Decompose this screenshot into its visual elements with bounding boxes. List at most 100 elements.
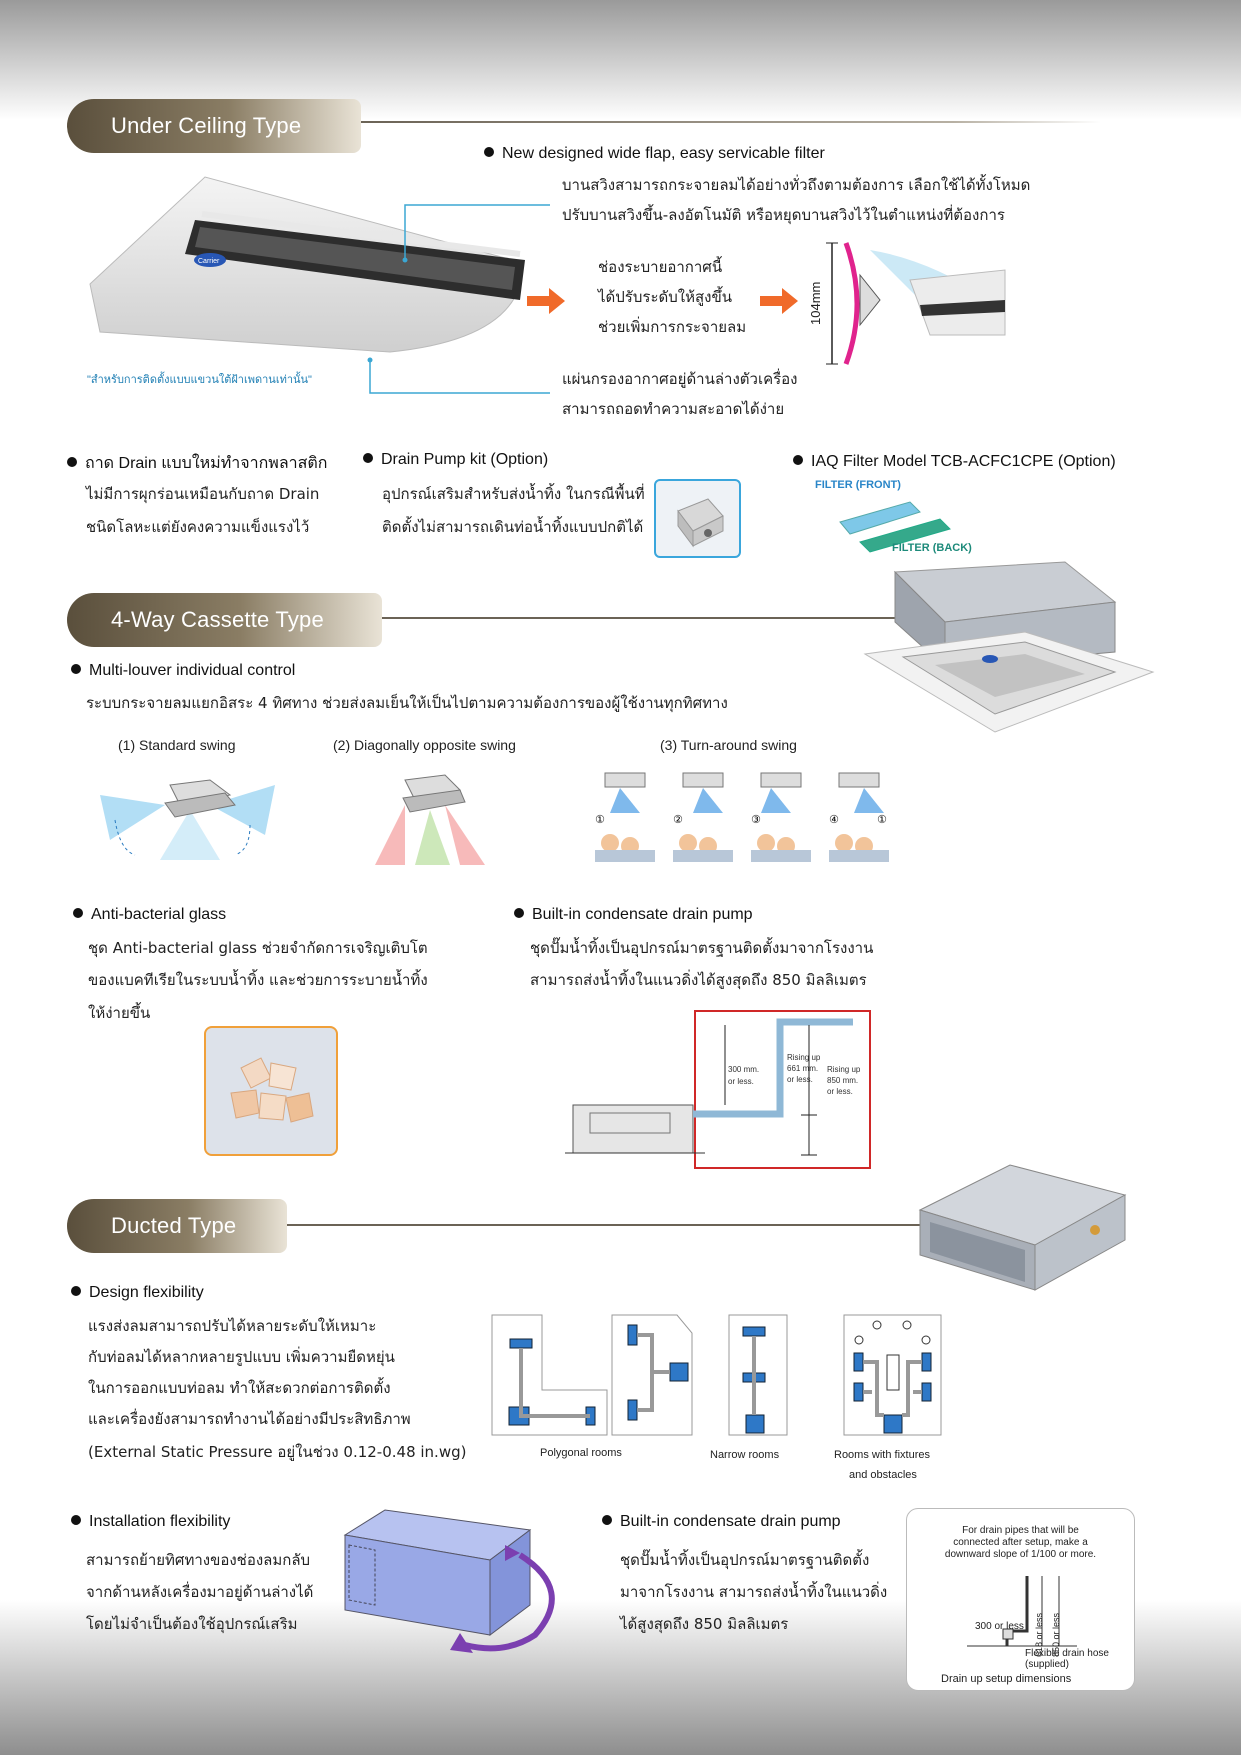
outlet-desc-2: ได้ปรับระดับให้สูงขึ้น (598, 288, 732, 306)
outlet-desc-3: ช่วยเพิ่มการกระจายลม (598, 318, 747, 336)
design-desc-4: และเครื่องยังสามารถทำงานได้อย่างมีประสิท… (88, 1410, 411, 1428)
step-label-1: ① (595, 813, 605, 826)
flap-heading-text: New designed wide flap, easy servicable … (502, 145, 825, 162)
bullet-icon (514, 908, 524, 918)
standard-swing-illustration (100, 779, 275, 860)
bullet-icon (73, 908, 83, 918)
ducted-pump-desc-1: ชุดปั๊มน้ำทิ้งเป็นอุปกรณ์มาตรฐานติดตั้ง (620, 1551, 870, 1569)
install-desc-2: จากด้านหลังเครื่องมาอยู่ด้านล่างได้ (86, 1583, 314, 1601)
glass-desc-1: ชุด Anti-bacterial glass ช่วยจำกัดการเจร… (88, 939, 428, 957)
outlet-desc-1: ช่องระบายอากาศนี้ (598, 258, 723, 276)
section-title-under-ceiling: Under Ceiling Type (67, 99, 361, 153)
pump-kit-desc-2: ติดตั้งไม่สามารถเดินท่อน้ำทิ้งแบบปกติได้ (382, 518, 644, 536)
louver-heading: Multi-louver individual control (71, 662, 295, 680)
anti-bacterial-glass-photo (204, 1026, 338, 1156)
bullet-icon (363, 453, 373, 463)
pump-kit-photo (654, 479, 741, 558)
glass-pieces-icon (230, 1057, 314, 1123)
louver-desc: ระบบกระจายลมแยกอิสระ 4 ทิศทาง ช่วยส่งลมเ… (86, 694, 728, 712)
under-ceiling-unit-illustration: Carrier (89, 176, 525, 353)
pump-kit-icon (677, 498, 724, 548)
bullet-icon (67, 457, 77, 467)
drain-note-2: connected after setup, make a (953, 1537, 1088, 1548)
install-flex-heading: Installation flexibility (71, 1513, 230, 1531)
bullet-icon (484, 147, 494, 157)
bullet-icon (71, 664, 81, 674)
swing-step-2 (673, 772, 733, 862)
dimension-label: 104mm (808, 281, 823, 325)
ducted-pump-heading-text: Built-in condensate drain pump (620, 1513, 841, 1530)
cassette-drain-diagram: 300 mm. or less. Rising up 661 mm. or le… (565, 1010, 871, 1169)
glass-heading: Anti-bacterial glass (73, 906, 226, 924)
filter-front-label: FILTER (FRONT) (815, 479, 901, 491)
flap-desc-2: ปรับบานสวิงขึ้น-ลงอัตโนมัติ หรือหยุดบานส… (562, 206, 1005, 224)
glass-desc-3: ให้ง่ายขึ้น (88, 1004, 151, 1022)
turn-around-swing-illustration: ① ② ③ ④ ① (595, 772, 889, 862)
ducted-pump-heading: Built-in condensate drain pump (602, 1513, 841, 1531)
pump-kit-heading: Drain Pump kit (Option) (363, 451, 548, 469)
section-title-ducted: Ducted Type (67, 1199, 287, 1253)
design-desc-2: กับท่อลมได้หลากหลายรูปแบบ เพิ่มความยืดหย… (88, 1348, 395, 1366)
room-caption-narrow: Narrow rooms (710, 1449, 780, 1461)
cassette-pump-heading-text: Built-in condensate drain pump (532, 906, 753, 923)
flap-heading: New designed wide flap, easy servicable … (484, 145, 825, 163)
glass-desc-2: ของแบคทีเรียในระบบน้ำทิ้ง และช่วยการระบา… (88, 971, 428, 989)
design-desc-3: ในการออกแบบท่อลม ทำให้สะดวกต่อการติดตั้ง (88, 1379, 391, 1397)
filter-desc-2: สามารถถอดทำความสะอาดได้ง่าย (562, 400, 785, 418)
step-label-3: ③ (751, 813, 761, 826)
drain-box-caption: Drain up setup dimensions (941, 1673, 1072, 1685)
drain-tray-heading-text: ถาด Drain แบบใหม่ทำจากพลาสติก (85, 455, 328, 472)
design-heading: Design flexibility (71, 1284, 204, 1302)
diagram-label-b3: or less. (787, 1075, 813, 1084)
bullet-icon (71, 1286, 81, 1296)
polygonal-room-b (611, 1314, 693, 1436)
bullet-icon (602, 1515, 612, 1525)
ducted-pump-desc-3: ได้สูงสุดถึง 850 มิลลิเมตร (620, 1615, 789, 1633)
drain-tray-desc-2: ชนิดโลหะแต่ยังคงความแข็งแรงไว้ (86, 518, 310, 536)
bullet-icon (793, 455, 803, 465)
swing-step-4 (829, 772, 889, 862)
design-desc-1: แรงส่งลมสามารถปรับได้หลายระดับให้เหมาะ (88, 1317, 377, 1335)
iaq-filter-heading-text: IAQ Filter Model TCB-ACFC1CPE (Option) (811, 453, 1116, 470)
section-rule (382, 617, 902, 619)
room-layouts-illustration (491, 1314, 942, 1436)
room-caption-fixtures-2: and obstacles (849, 1469, 917, 1481)
flap-desc-1: บานสวิงสามารถกระจายลมได้อย่างทั่วถึงตามต… (562, 176, 1031, 194)
design-desc-5: (External Static Pressure อยู่ในช่วง 0.1… (88, 1443, 467, 1461)
drain-hose-label-2: (supplied) (1025, 1659, 1069, 1670)
diagram-label-c3: or less. (827, 1087, 853, 1096)
callout-lines (367, 204, 550, 394)
swing-step-1 (595, 772, 655, 862)
design-heading-text: Design flexibility (89, 1284, 204, 1301)
install-flex-heading-text: Installation flexibility (89, 1513, 231, 1530)
pump-kit-heading-text: Drain Pump kit (Option) (381, 451, 549, 468)
drain-note-1: For drain pipes that will be (962, 1525, 1079, 1536)
fixtures-room (843, 1314, 942, 1436)
brand-logo-text: Carrier (198, 258, 220, 265)
pump-kit-desc-1: อุปกรณ์เสริมสำหรับส่งน้ำทิ้ง ในกรณีพื้นท… (382, 485, 645, 503)
polygonal-room-a (491, 1314, 608, 1436)
diagram-label-a1: 300 mm. (728, 1065, 759, 1074)
swing-caption-2: (2) Diagonally opposite swing (333, 737, 516, 753)
drain-note-3: downward slope of 1/100 or more. (944, 1549, 1097, 1560)
diagram-label-b1: Rising up (787, 1053, 821, 1062)
step-label-2: ② (673, 813, 683, 826)
drain-label-300: 300 or less (975, 1621, 1024, 1632)
iaq-filter-heading: IAQ Filter Model TCB-ACFC1CPE (Option) (793, 453, 1116, 471)
step-label-4: ④ (829, 813, 839, 826)
filter-back-label: FILTER (BACK) (892, 542, 972, 554)
diagram-label-b2: 661 mm. (787, 1064, 818, 1073)
iaq-filter-illustration (839, 501, 951, 553)
swing-caption-3: (3) Turn-around swing (660, 737, 797, 753)
section-rule (361, 121, 1101, 123)
cassette-pump-heading: Built-in condensate drain pump (514, 906, 753, 924)
flap-detail-illustration (826, 242, 1006, 365)
install-desc-3: โดยไม่จำเป็นต้องใช้อุปกรณ์เสริม (86, 1615, 298, 1633)
drain-tray-desc-1: ไม่มีการผุกร่อนเหมือนกับถาด Drain (86, 485, 320, 503)
louver-heading-text: Multi-louver individual control (89, 662, 296, 679)
install-desc-1: สามารถย้ายทิศทางของช่องลมกลับ (86, 1551, 311, 1569)
arrow-right-icon (760, 288, 798, 314)
arrow-right-icon (527, 288, 565, 314)
diagonal-swing-illustration (375, 774, 485, 865)
install-note: "สำหรับการติดตั้งแบบแขวนใต้ฝ้าเพดานเท่าน… (87, 374, 312, 386)
